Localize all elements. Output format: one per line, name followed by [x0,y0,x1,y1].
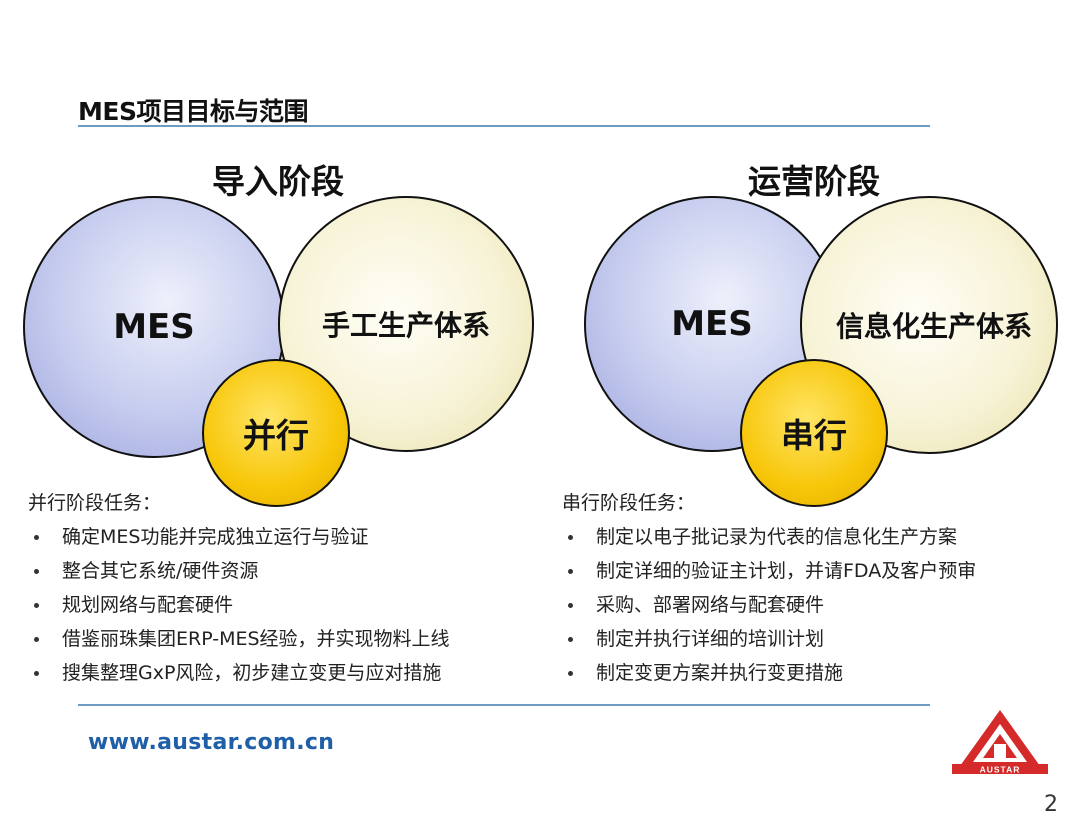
left-mode-label: 并行 [243,416,309,455]
website-link[interactable]: www.austar.com.cn [88,730,335,755]
page-number: 2 [1044,792,1058,817]
right-mes-label: MES [671,304,753,344]
logo-text: AUSTAR [980,765,1021,775]
right-mode-circle: 串行 [740,359,888,507]
right-mode-label: 串行 [781,416,847,455]
bullet-dot [34,603,39,608]
left-system-label: 手工生产体系 [321,309,490,342]
left-task-list: 并行阶段任务： 确定MES功能并完成独立运行与验证 整合其它系统/硬件资源 规划… [28,488,450,695]
list-item: 制定变更方案并执行变更措施 [562,661,976,695]
footer-divider [78,704,930,706]
title-underline [78,125,930,127]
left-tasks-heading: 并行阶段任务： [28,492,162,514]
left-system-circle: 手工生产体系 [278,196,534,452]
bullet-dot [568,535,573,540]
right-tasks-heading: 串行阶段任务： [562,492,696,514]
bullet-dot [568,603,573,608]
bullet-dot [34,535,39,540]
right-stage-title: 运营阶段 [748,162,880,201]
list-item: 整合其它系统/硬件资源 [28,559,450,593]
right-system-label: 信息化生产体系 [835,310,1032,343]
list-item: 规划网络与配套硬件 [28,593,450,627]
slide-title: MES项目目标与范围 [78,97,308,126]
left-mes-circle: MES [23,196,285,458]
list-item: 确定MES功能并完成独立运行与验证 [28,525,450,559]
right-task-list: 串行阶段任务： 制定以电子批记录为代表的信息化生产方案 制定详细的验证主计划，并… [562,488,976,695]
left-mode-circle: 并行 [202,359,350,507]
list-item: 搜集整理GxP风险，初步建立变更与应对措施 [28,661,450,695]
right-system-circle: 信息化生产体系 [800,196,1058,454]
austar-logo: AUSTAR [952,710,1048,775]
bullet-dot [34,637,39,642]
bullet-dot [34,569,39,574]
bullet-dot [568,637,573,642]
list-item: 制定详细的验证主计划，并请FDA及客户预审 [562,559,976,593]
list-item: 制定以电子批记录为代表的信息化生产方案 [562,525,976,559]
left-mes-label: MES [113,307,195,347]
list-item: 制定并执行详细的培训计划 [562,627,976,661]
bullet-dot [568,671,573,676]
bullet-dot [568,569,573,574]
left-stage-title: 导入阶段 [212,162,344,201]
list-item: 采购、部署网络与配套硬件 [562,593,976,627]
bullet-dot [34,671,39,676]
list-item: 借鉴丽珠集团ERP-MES经验，并实现物料上线 [28,627,450,661]
